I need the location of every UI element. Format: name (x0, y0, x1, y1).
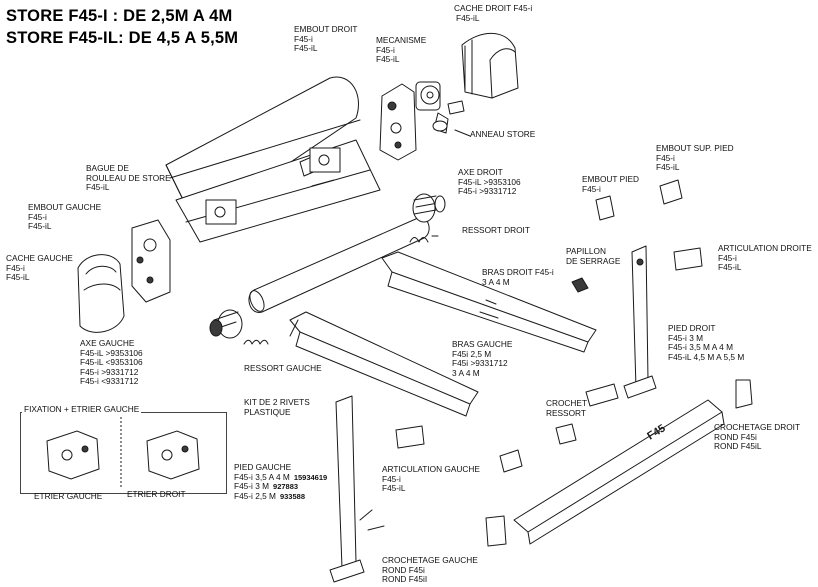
inset-drawing (46, 417, 200, 489)
articulation-droite-part (673, 247, 703, 271)
bras-gauche-part (289, 311, 479, 417)
ressort-droit-part (409, 235, 439, 243)
cache-droit-part (461, 32, 519, 99)
label-ressort-droit: RESSORT DROIT (462, 225, 530, 235)
ressort-crochet-part (555, 423, 577, 445)
label-fixation: FIXATION + ETRIER GAUCHE (22, 404, 142, 415)
label-etrier-gauche: ETRIER GAUCHE (34, 491, 103, 501)
cassette-body (165, 76, 381, 243)
title-line-2: STORE F45-IL: DE 4,5 A 5,5M (6, 29, 239, 47)
crochet-part (585, 383, 619, 407)
bras-droit-part (381, 251, 597, 353)
title-line-1: STORE F45-I : DE 2,5M A 4M (6, 7, 233, 25)
label-anneau-store: ANNEAU STORE (470, 129, 536, 139)
anneau-leader (454, 129, 471, 137)
front-bar-part: F45 (513, 399, 725, 545)
embout-gauche-part (131, 219, 171, 303)
label-ressort-gauche: RESSORT GAUCHE (244, 363, 322, 373)
anneau-part (447, 100, 465, 115)
inset-fixation-panel (20, 412, 227, 494)
embout-pied-part (595, 195, 615, 221)
crochetage-gauche-part (485, 515, 507, 547)
label-etrier-droit: ETRIER DROIT (127, 489, 186, 499)
articulation-gauche-part (395, 425, 425, 449)
embout-droit-part (379, 83, 417, 161)
pied-gauche-part (329, 395, 385, 583)
crochetage-droit-part (735, 379, 753, 409)
axe-gauche-part (209, 309, 243, 339)
papillon-part (571, 277, 589, 293)
embout-sup-pied-part (659, 179, 683, 205)
mecanisme-part (415, 81, 449, 134)
ressort-gauche-part (243, 339, 269, 345)
cache-gauche-part (77, 254, 125, 333)
crochet-small-part (499, 449, 523, 473)
pied-droit-part (623, 245, 657, 399)
axe-droit-part (412, 193, 446, 223)
